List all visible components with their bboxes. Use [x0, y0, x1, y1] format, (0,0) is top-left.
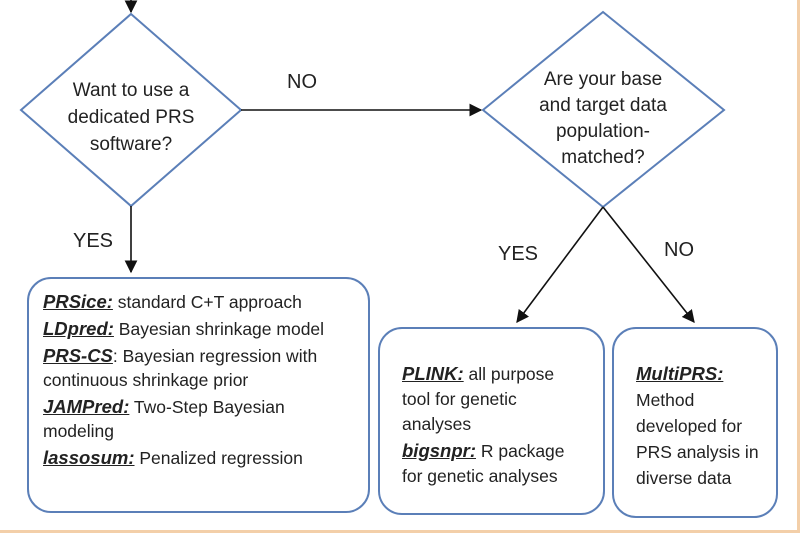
frame-edge-bottom [0, 530, 800, 533]
software-entry: LDpred: Bayesian shrinkage model [43, 317, 354, 341]
tool-description: Two-Step Bayesian modeling [43, 397, 285, 441]
software-entry: PRSice: standard C+T approach [43, 290, 354, 314]
diverse-entry: MultiPRS: [636, 361, 762, 387]
tool-name: lassosum: [43, 447, 135, 468]
tool-name: PRS-CS [43, 345, 113, 366]
tool-description: Bayesian shrinkage model [113, 319, 325, 339]
matched-options-box: PLINK: all purpose tool for genetic anal… [378, 327, 605, 515]
tool-description: : Bayesian regression with continuous sh… [43, 346, 318, 390]
decision-population-line: population- [555, 121, 651, 142]
tool-name: PLINK: [402, 363, 464, 384]
matched-entry: bigsnpr: R package for genetic analyses [402, 438, 583, 489]
decision-software-line: software? [89, 134, 173, 155]
diverse-options-box: MultiPRS: Method developed for PRS analy… [612, 327, 778, 518]
tool-name: MultiPRS: [636, 363, 724, 384]
edge-label-no: NO [287, 71, 317, 93]
software-entry: PRS-CS: Bayesian regression with continu… [43, 344, 354, 392]
decision-population-line: matched? [561, 147, 645, 168]
tool-description: standard C+T approach [112, 292, 302, 312]
decision-population-line: Are your base [543, 69, 663, 90]
decision-population-text: Are your base and target data population… [513, 67, 693, 171]
tool-name: PRSice: [43, 291, 113, 312]
decision-software-line: Want to use a [72, 80, 190, 101]
tool-description: Method developed for PRS analysis in div… [636, 390, 759, 488]
edge-label-yes: YES [73, 230, 114, 252]
tool-description: all purpose tool for genetic analyses [402, 364, 555, 434]
arrow-no-to-diverse [602, 206, 695, 324]
tool-name: bigsnpr: [402, 440, 476, 461]
edge-label-no: NO [664, 239, 694, 261]
tool-description: Penalized regression [134, 448, 303, 468]
software-entry: JAMPred: Two-Step Bayesian modeling [43, 395, 354, 443]
decision-population-line: and target data [539, 95, 667, 116]
tool-name: JAMPred: [43, 396, 130, 417]
matched-entry: PLINK: all purpose tool for genetic anal… [402, 361, 583, 437]
tool-name: LDpred: [43, 318, 114, 339]
tool-description: R package for genetic analyses [402, 441, 565, 486]
software-entry: lassosum: Penalized regression [43, 446, 354, 470]
software-options-box: PRSice: standard C+T approach LDpred: Ba… [27, 277, 370, 513]
frame-edge-right [797, 0, 800, 533]
edge-label-yes: YES [498, 243, 539, 265]
decision-software-line: dedicated PRS [67, 107, 195, 128]
arrow-yes-to-matched [516, 206, 604, 324]
decision-software-text: Want to use a dedicated PRS software? [36, 77, 226, 158]
